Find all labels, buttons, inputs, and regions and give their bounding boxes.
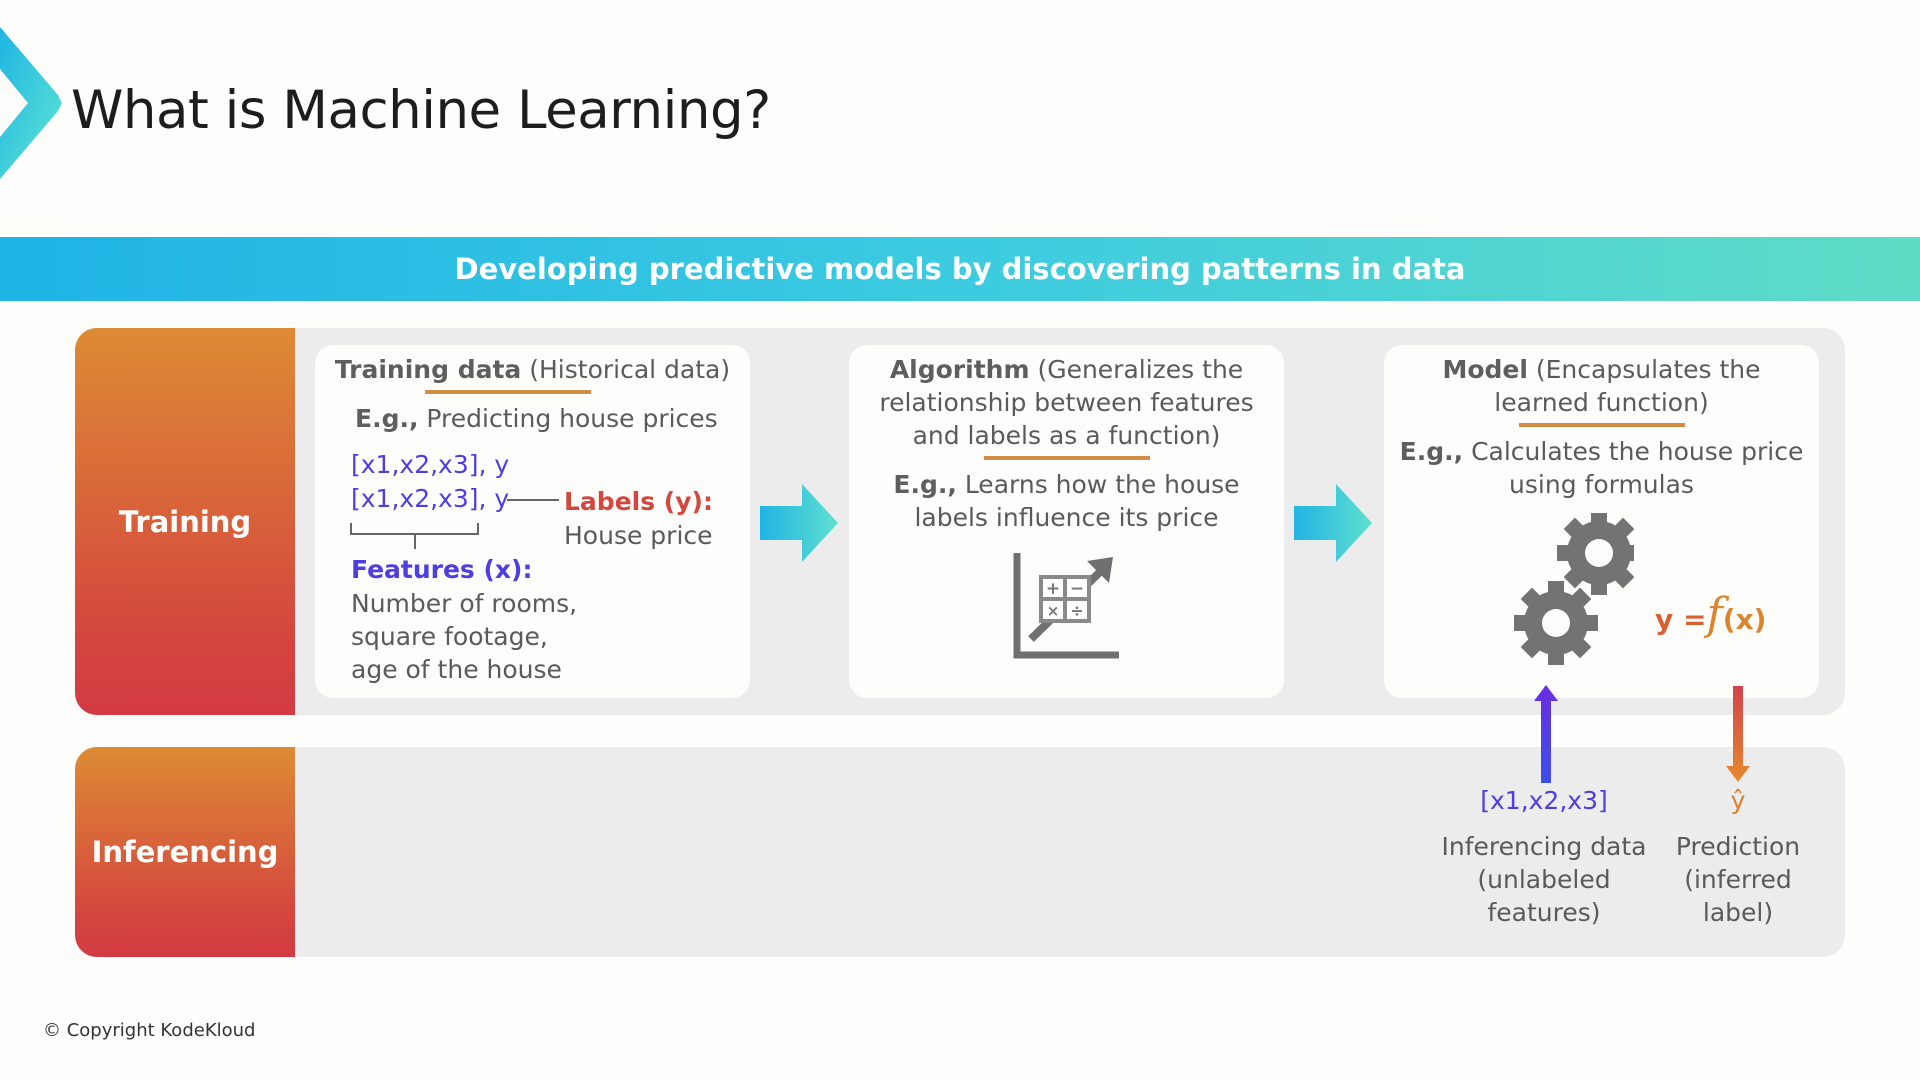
desc-line: Prediction <box>1675 832 1801 861</box>
svg-text:+: + <box>1046 579 1060 599</box>
training-data-card: Training data (Historical data) E.g., Pr… <box>315 345 750 698</box>
formula: y =f(x) <box>1655 593 1767 637</box>
right-arrow-icon <box>760 484 838 562</box>
down-arrow-icon <box>1726 686 1750 782</box>
page-title: What is Machine Learning? <box>71 80 771 141</box>
calculator-chart-icon: + − × ÷ <box>1013 553 1119 659</box>
algorithm-card: Algorithm (Generalizes the relationship … <box>849 345 1284 698</box>
card-subtitle: (Encapsulates the learned function) <box>1494 355 1761 417</box>
eg-text: Calculates the house price using formula… <box>1463 437 1804 499</box>
kodekloud-logo-chevron <box>0 27 62 179</box>
features-title: Features (x): <box>351 555 533 584</box>
card-subtitle: (Historical data) <box>521 355 731 384</box>
desc-line: Inferencing data <box>1441 832 1647 861</box>
eg-text: Predicting house prices <box>418 404 718 433</box>
bracket-stem <box>414 535 416 549</box>
model-card: Model (Encapsulates the learned function… <box>1384 345 1819 698</box>
formula-y: y = <box>1655 603 1707 636</box>
feature-item: age of the house <box>351 655 562 684</box>
svg-text:×: × <box>1047 602 1060 620</box>
connector-line <box>507 499 559 501</box>
eg-label: E.g., <box>1399 437 1464 466</box>
card-title: Algorithm <box>889 355 1030 384</box>
inferencing-input: [x1,x2,x3] <box>1480 786 1608 815</box>
desc-line: label) <box>1702 898 1774 927</box>
eg-text: Learns how the house labels influence it… <box>914 470 1240 532</box>
sample-row: [x1,x2,x3], y <box>351 484 510 513</box>
inferencing-label: Inferencing <box>75 747 295 957</box>
eg-label: E.g., <box>893 470 957 499</box>
feature-item: square footage, <box>351 622 548 651</box>
copyright: © Copyright KodeKloud <box>43 1020 256 1041</box>
up-arrow-icon <box>1534 685 1558 783</box>
training-label: Training <box>75 328 295 715</box>
svg-text:÷: ÷ <box>1070 601 1083 620</box>
desc-line: (unlabeled <box>1477 865 1611 894</box>
training-panel: Training Training data (Historical data)… <box>75 328 1845 715</box>
formula-x: (x) <box>1722 603 1767 636</box>
gears-icon <box>1514 513 1634 665</box>
inferencing-input-desc: Inferencing data (unlabeled features) <box>1424 830 1664 929</box>
labels-title: Labels (y): <box>564 487 713 516</box>
card-title: Training data <box>334 355 522 384</box>
card-title: Model <box>1442 355 1528 384</box>
eg-label: E.g., <box>355 404 419 433</box>
banner-subtitle: Developing predictive models by discover… <box>0 237 1920 301</box>
labels-desc: House price <box>564 521 713 550</box>
prediction-symbol: ŷ <box>1730 786 1746 815</box>
desc-line: (inferred <box>1684 865 1792 894</box>
right-arrow-icon <box>1294 484 1372 562</box>
prediction-desc: Prediction (inferred label) <box>1648 830 1828 929</box>
sample-row: [x1,x2,x3], y <box>351 450 510 479</box>
card-subtitle: (Generalizes the relationship between fe… <box>879 355 1254 450</box>
features-bracket <box>350 523 479 535</box>
svg-text:−: − <box>1070 579 1084 599</box>
desc-line: features) <box>1487 898 1601 927</box>
feature-item: Number of rooms, <box>351 589 578 618</box>
formula-f: f <box>1706 589 1723 640</box>
